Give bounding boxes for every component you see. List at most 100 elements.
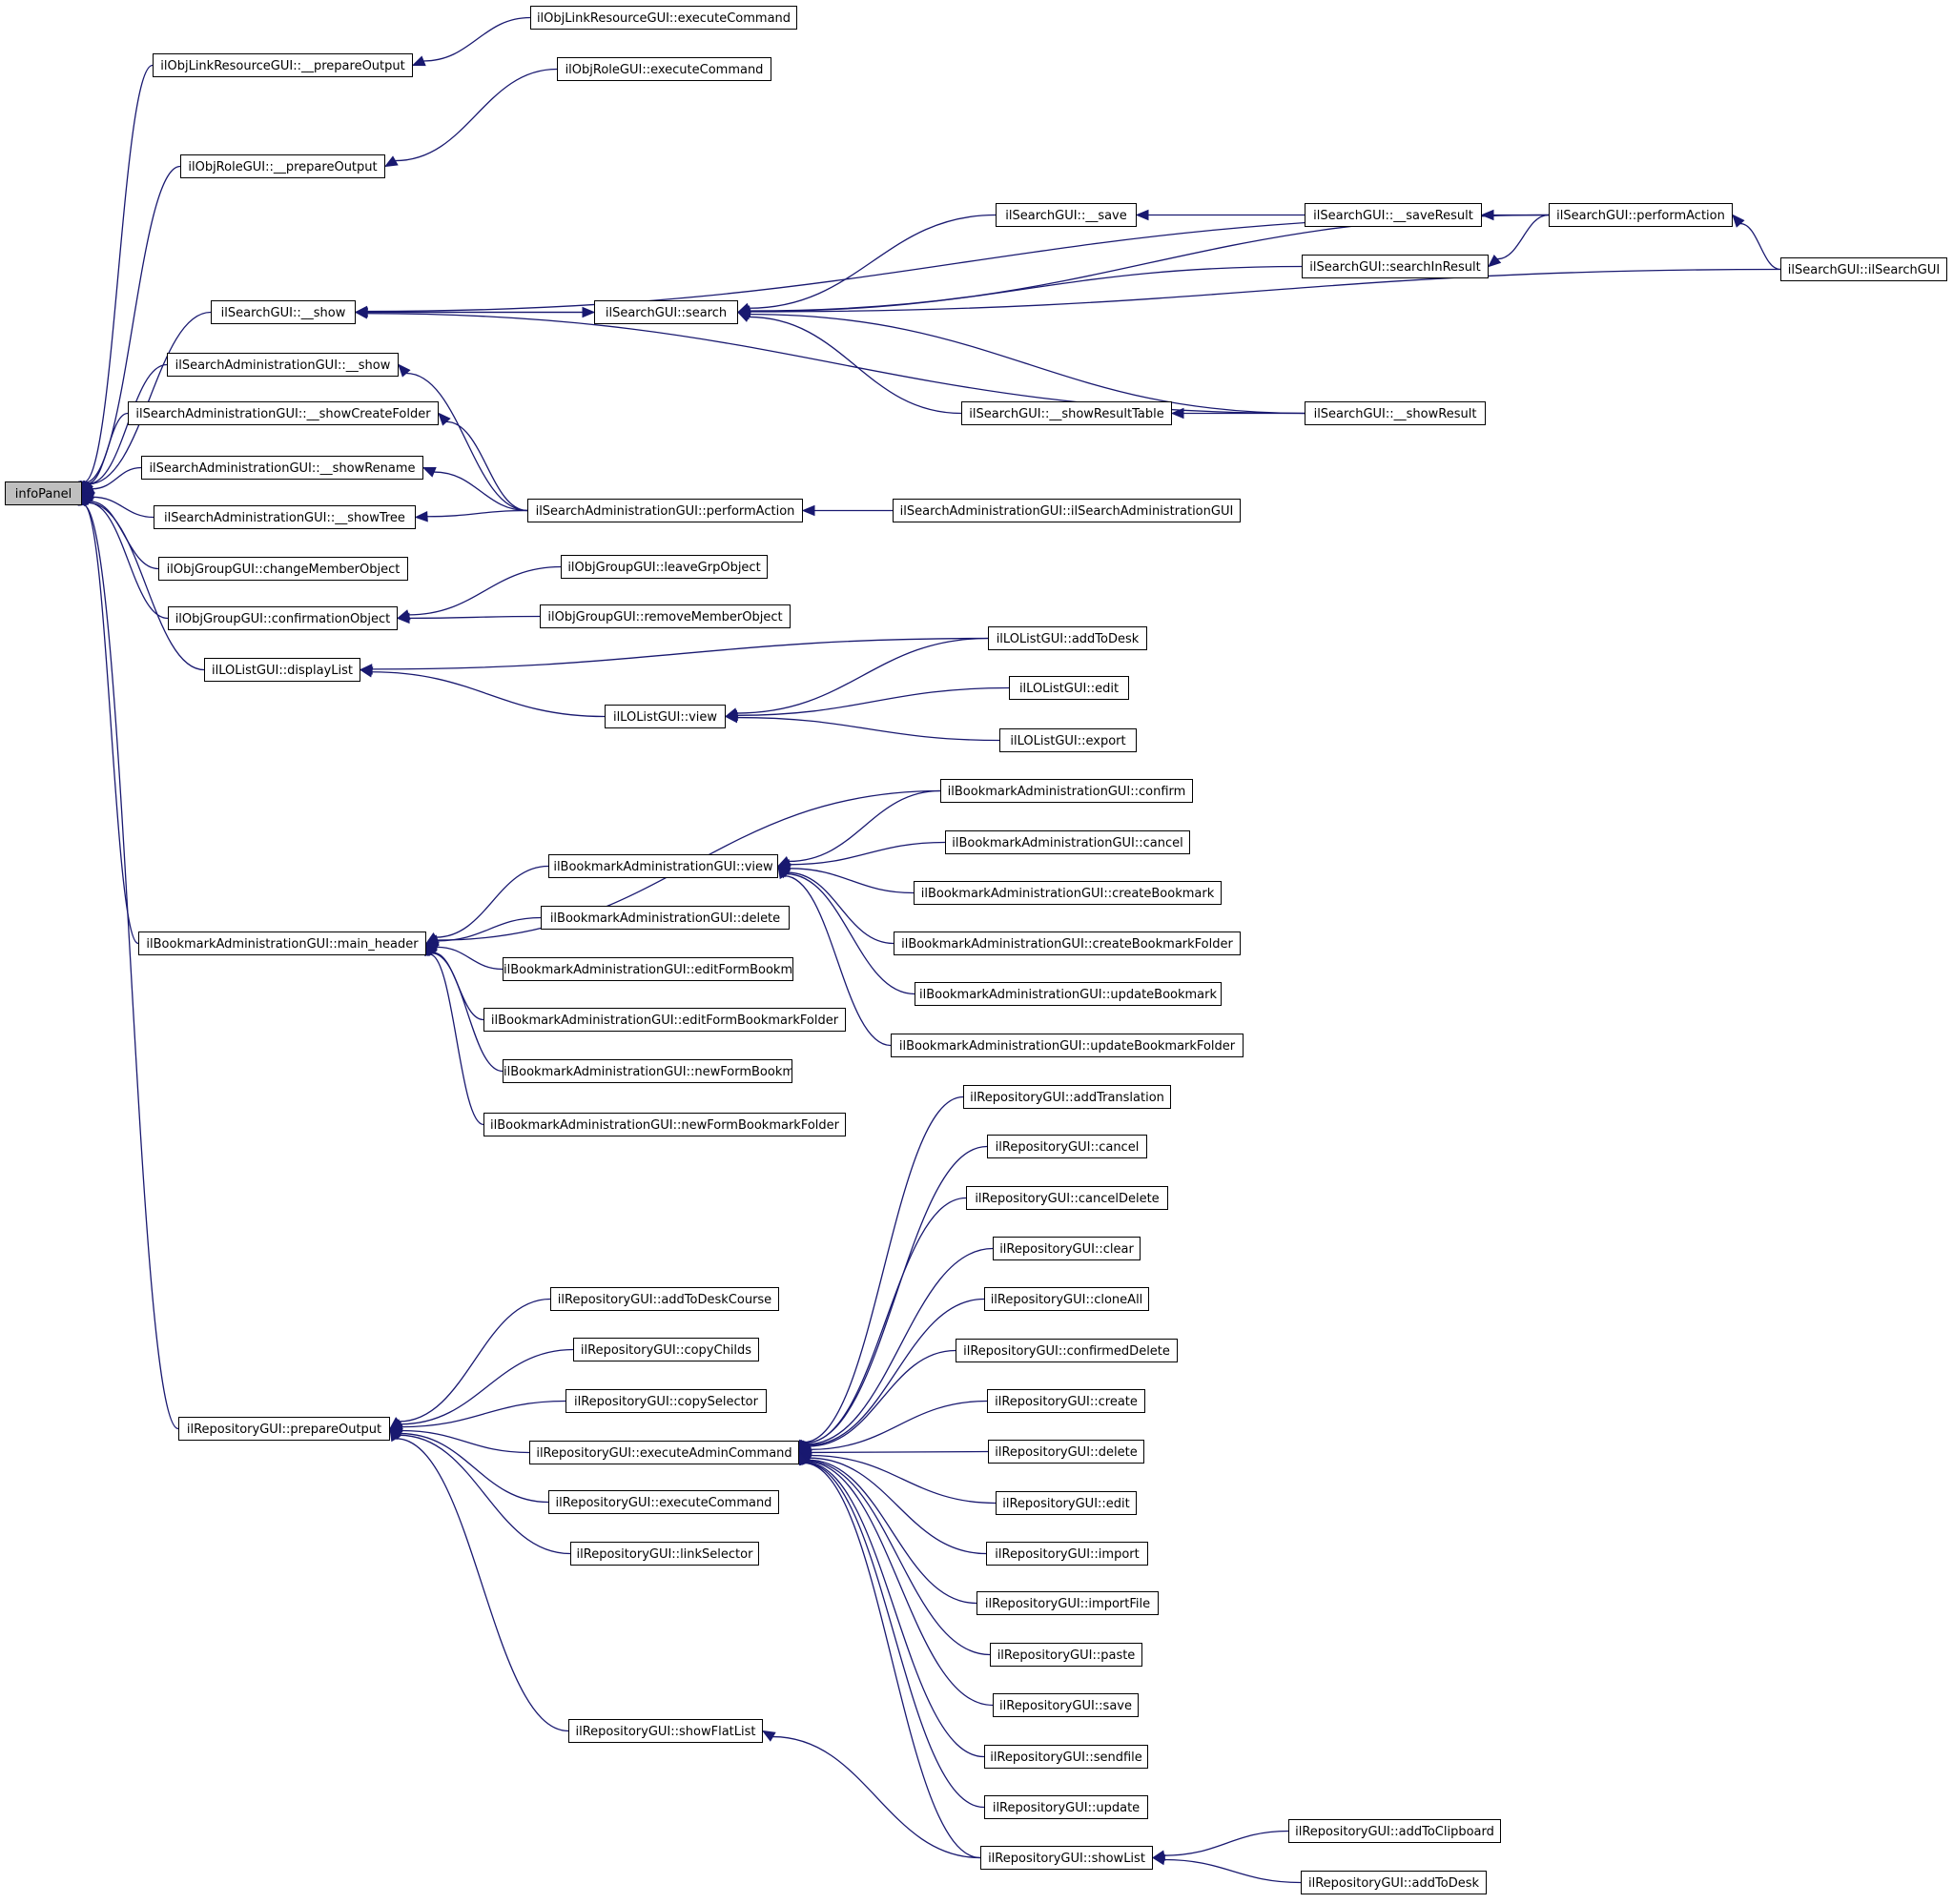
edge-sadm_perform-to-sadm_show <box>405 372 528 512</box>
node-search-search[interactable]: ilSearchGUI::search <box>594 300 738 324</box>
node-repository-create[interactable]: ilRepositoryGUI::create <box>987 1389 1145 1413</box>
node-group-remove-member[interactable]: ilObjGroupGUI::removeMemberObject <box>540 604 791 628</box>
node-search-admin-show-create-folder[interactable]: ilSearchAdministrationGUI::__showCreateF… <box>128 401 439 425</box>
node-search-admin-show[interactable]: ilSearchAdministrationGUI::__show <box>167 353 399 377</box>
edge-rep_sendfile-to-rep_execadmin <box>805 1462 985 1758</box>
node-bookmark-create-bookmark[interactable]: ilBookmarkAdministrationGUI::createBookm… <box>914 881 1222 905</box>
node-repository-execute-admin-command[interactable]: ilRepositoryGUI::executeAdminCommand <box>529 1441 799 1464</box>
edge-bm_cancel-to-bm_view <box>789 841 946 866</box>
node-repository-copy-selector[interactable]: ilRepositoryGUI::copySelector <box>565 1389 767 1413</box>
node-search-show[interactable]: ilSearchGUI::__show <box>211 300 356 324</box>
node-repository-add-to-clipboard[interactable]: ilRepositoryGUI::addToClipboard <box>1288 1819 1501 1843</box>
node-lolist-add-to-desk[interactable]: ilLOListGUI::addToDesk <box>988 626 1147 650</box>
node-search-admin-show-tree[interactable]: ilSearchAdministrationGUI::__showTree <box>154 505 416 529</box>
node-bookmark-new-form-bookmark-folder[interactable]: ilBookmarkAdministrationGUI::newFormBook… <box>483 1113 846 1136</box>
edge-arrowhead <box>1151 1853 1166 1866</box>
node-repository-update[interactable]: ilRepositoryGUI::update <box>984 1795 1148 1819</box>
edge-arrowhead <box>1732 214 1745 228</box>
node-group-confirmation[interactable]: ilObjGroupGUI::confirmationObject <box>168 606 398 630</box>
node-group-change-member[interactable]: ilObjGroupGUI::changeMemberObject <box>158 557 408 581</box>
edge-arrowhead <box>1135 209 1149 221</box>
node-bookmark-delete[interactable]: ilBookmarkAdministrationGUI::delete <box>541 906 790 930</box>
edge-search_inresult-to-search_search <box>749 265 1303 313</box>
node-repository-import[interactable]: ilRepositoryGUI::import <box>986 1542 1148 1566</box>
node-lolist-export[interactable]: ilLOListGUI::export <box>999 728 1137 752</box>
node-bookmark-edit-form-bookmark-folder[interactable]: ilBookmarkAdministrationGUI::editFormBoo… <box>483 1008 846 1032</box>
node-repository-show-flat-list[interactable]: ilRepositoryGUI::showFlatList <box>568 1719 763 1743</box>
node-bookmark-view[interactable]: ilBookmarkAdministrationGUI::view <box>548 854 778 878</box>
node-search-show-result-table[interactable]: ilSearchGUI::__showResultTable <box>961 401 1172 425</box>
edge-arrowhead <box>798 1451 810 1466</box>
node-repository-prepare-output[interactable]: ilRepositoryGUI::prepareOutput <box>178 1417 390 1441</box>
node-repository-execute-command[interactable]: ilRepositoryGUI::executeCommand <box>548 1490 779 1514</box>
node-bookmark-update-bookmark-folder[interactable]: ilBookmarkAdministrationGUI::updateBookm… <box>891 1034 1244 1057</box>
edge-arrowhead <box>396 612 410 624</box>
node-search-admin-show-rename[interactable]: ilSearchAdministrationGUI::__showRename <box>141 456 423 480</box>
node-repository-cancel-delete[interactable]: ilRepositoryGUI::cancelDelete <box>966 1186 1168 1210</box>
edge-search_showresult-to-search_show <box>366 313 1305 415</box>
node-repository-clear[interactable]: ilRepositoryGUI::clear <box>993 1237 1141 1260</box>
node-search-admin-constructor[interactable]: ilSearchAdministrationGUI::ilSearchAdmin… <box>893 499 1241 522</box>
node-role-execute-command[interactable]: ilObjRoleGUI::executeCommand <box>557 57 771 81</box>
edge-bm_createbm-to-bm_view <box>789 868 915 894</box>
node-group-leave[interactable]: ilObjGroupGUI::leaveGrpObject <box>561 555 768 579</box>
node-repository-sendfile[interactable]: ilRepositoryGUI::sendfile <box>984 1745 1148 1769</box>
node-search-admin-perform-action[interactable]: ilSearchAdministrationGUI::performAction <box>527 499 803 522</box>
edge-bm_delete-to-bm_main <box>437 916 542 942</box>
edge-sadm_show-to-infoPanel <box>88 363 168 485</box>
node-repository-paste[interactable]: ilRepositoryGUI::paste <box>990 1643 1142 1667</box>
node-lolist-view[interactable]: ilLOListGUI::view <box>605 705 726 728</box>
node-repository-cancel[interactable]: ilRepositoryGUI::cancel <box>987 1135 1147 1158</box>
node-search-save[interactable]: ilSearchGUI::__save <box>996 203 1137 227</box>
edge-search_showresult-to-search_search <box>749 313 1305 415</box>
edge-sadm_perform-to-sadm_tree <box>426 509 528 518</box>
edge-bm_newbmf-to-bm_main <box>429 953 484 1126</box>
node-search-constructor[interactable]: ilSearchGUI::ilSearchGUI <box>1780 257 1947 281</box>
edge-rep_showlist-to-rep_flatlist <box>772 1735 981 1859</box>
edge-grp_confirm-to-infoPanel <box>88 502 169 620</box>
node-role-prepare-output[interactable]: ilObjRoleGUI::__prepareOutput <box>180 154 385 178</box>
node-bookmark-cancel[interactable]: ilBookmarkAdministrationGUI::cancel <box>945 830 1190 854</box>
edge-rep_execadmin-to-rep_prep <box>401 1429 530 1454</box>
edge-rep_confirmeddelete-to-rep_execadmin <box>809 1349 956 1447</box>
node-bookmark-new-form-bookmark[interactable]: ilBookmarkAdministrationGUI::newFormBook… <box>503 1059 792 1083</box>
node-repository-link-selector[interactable]: ilRepositoryGUI::linkSelector <box>570 1542 759 1566</box>
node-bookmark-create-bookmark-folder[interactable]: ilBookmarkAdministrationGUI::createBookm… <box>894 932 1241 955</box>
node-repository-edit[interactable]: ilRepositoryGUI::edit <box>996 1491 1137 1515</box>
node-repository-clone-all[interactable]: ilRepositoryGUI::cloneAll <box>984 1287 1149 1311</box>
node-search-perform-action[interactable]: ilSearchGUI::performAction <box>1549 203 1733 227</box>
edge-bm_newbm-to-bm_main <box>432 952 504 1073</box>
edge-arrowhead <box>1480 209 1494 221</box>
edge-sadm_tree-to-infoPanel <box>93 496 154 519</box>
node-search-show-result[interactable]: ilSearchGUI::__showResult <box>1305 401 1486 425</box>
node-repository-confirmed-delete[interactable]: ilRepositoryGUI::confirmedDelete <box>956 1339 1178 1362</box>
edge-rep_import-to-rep_execadmin <box>809 1457 987 1555</box>
node-linkres-execute-command[interactable]: ilObjLinkResourceGUI::executeCommand <box>530 6 797 30</box>
edge-arrowhead <box>398 363 411 378</box>
node-lolist-edit[interactable]: ilLOListGUI::edit <box>1009 676 1129 700</box>
node-repository-add-translation[interactable]: ilRepositoryGUI::addTranslation <box>963 1085 1171 1109</box>
node-lolist-display-list[interactable]: ilLOListGUI::displayList <box>204 658 360 682</box>
node-repository-save[interactable]: ilRepositoryGUI::save <box>993 1693 1139 1717</box>
edge-bm_confirm-to-bm_view <box>788 789 941 863</box>
edge-bm_createbmf-to-bm_view <box>787 871 894 945</box>
node-repository-add-to-desk-course[interactable]: ilRepositoryGUI::addToDeskCourse <box>550 1287 779 1311</box>
node-search-in-result[interactable]: ilSearchGUI::searchInResult <box>1302 255 1489 278</box>
node-bookmark-edit-form-bookmark[interactable]: ilBookmarkAdministrationGUI::editFormBoo… <box>503 957 793 981</box>
node-infoPanel[interactable]: infoPanel <box>5 481 82 505</box>
node-repository-import-file[interactable]: ilRepositoryGUI::importFile <box>976 1591 1159 1615</box>
edge-grp_leave-to-grp_confirm <box>408 565 562 616</box>
edge-search_show-to-infoPanel <box>88 311 212 485</box>
node-bookmark-main-header[interactable]: ilBookmarkAdministrationGUI::main_header <box>138 932 426 955</box>
node-search-save-result[interactable]: ilSearchGUI::__saveResult <box>1305 203 1482 227</box>
node-bookmark-update-bookmark[interactable]: ilBookmarkAdministrationGUI::updateBookm… <box>915 982 1222 1006</box>
node-bookmark-confirm[interactable]: ilBookmarkAdministrationGUI::confirm <box>940 779 1193 803</box>
node-repository-copy-childs[interactable]: ilRepositoryGUI::copyChilds <box>573 1338 759 1361</box>
node-repository-delete[interactable]: ilRepositoryGUI::delete <box>988 1440 1144 1464</box>
node-linkres-prepare-output[interactable]: ilObjLinkResourceGUI::__prepareOutput <box>153 53 413 77</box>
node-repository-show-list[interactable]: ilRepositoryGUI::showList <box>980 1846 1153 1870</box>
edge-rep_addtrans-to-rep_execadmin <box>804 1095 964 1443</box>
edge-grp_remove-to-grp_confirm <box>408 615 541 619</box>
node-repository-add-to-desk[interactable]: ilRepositoryGUI::addToDesk <box>1301 1871 1487 1894</box>
edge-rep_clear-to-rep_execadmin <box>807 1247 994 1445</box>
